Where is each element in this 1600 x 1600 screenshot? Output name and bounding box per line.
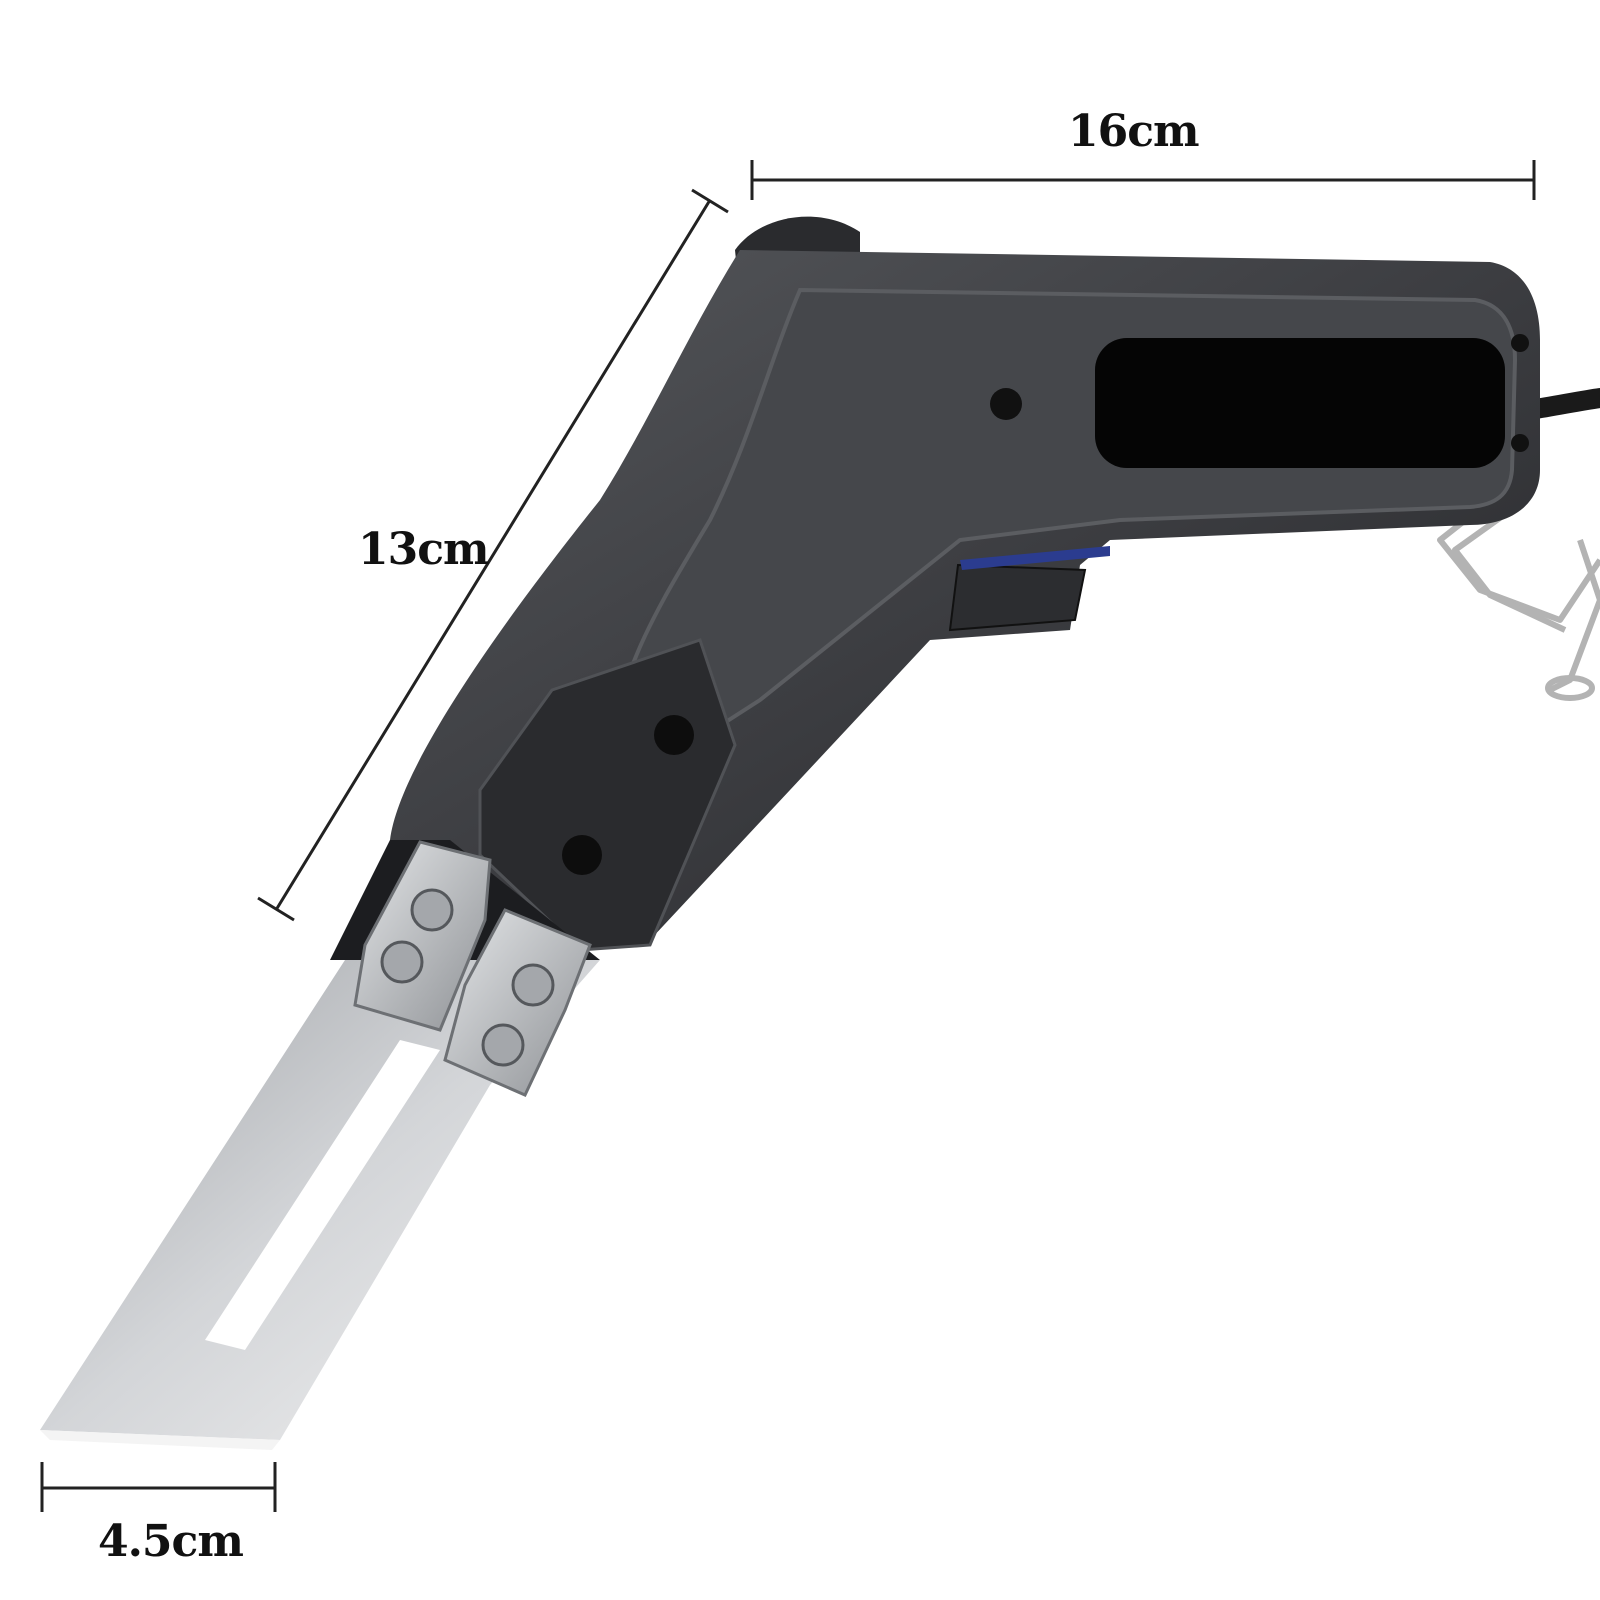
- screw-icon: [1511, 434, 1529, 452]
- power-cable: [1520, 388, 1600, 420]
- screw-icon: [990, 388, 1022, 420]
- trigger-accent: [960, 546, 1110, 570]
- dimension-line-height: [257, 188, 729, 922]
- grip-panel: [1095, 338, 1505, 468]
- screw-icon: [654, 715, 694, 755]
- screw-icon: [1511, 334, 1529, 352]
- dimension-label-length: 16cm: [1068, 106, 1200, 157]
- dimension-label-height: 13cm: [358, 524, 490, 575]
- dimension-line-length: [750, 160, 1536, 200]
- blade-slot: [205, 1040, 440, 1350]
- trigger-button[interactable]: [948, 563, 1087, 632]
- dimension-label-blade-width: 4.5cm: [98, 1516, 244, 1567]
- blade-clamp-right: [443, 908, 592, 1097]
- dimension-line-blade-width: [40, 1462, 277, 1512]
- screw-icon: [562, 835, 602, 875]
- blade-edge: [40, 1430, 280, 1450]
- blade-clamp-left: [353, 840, 492, 1032]
